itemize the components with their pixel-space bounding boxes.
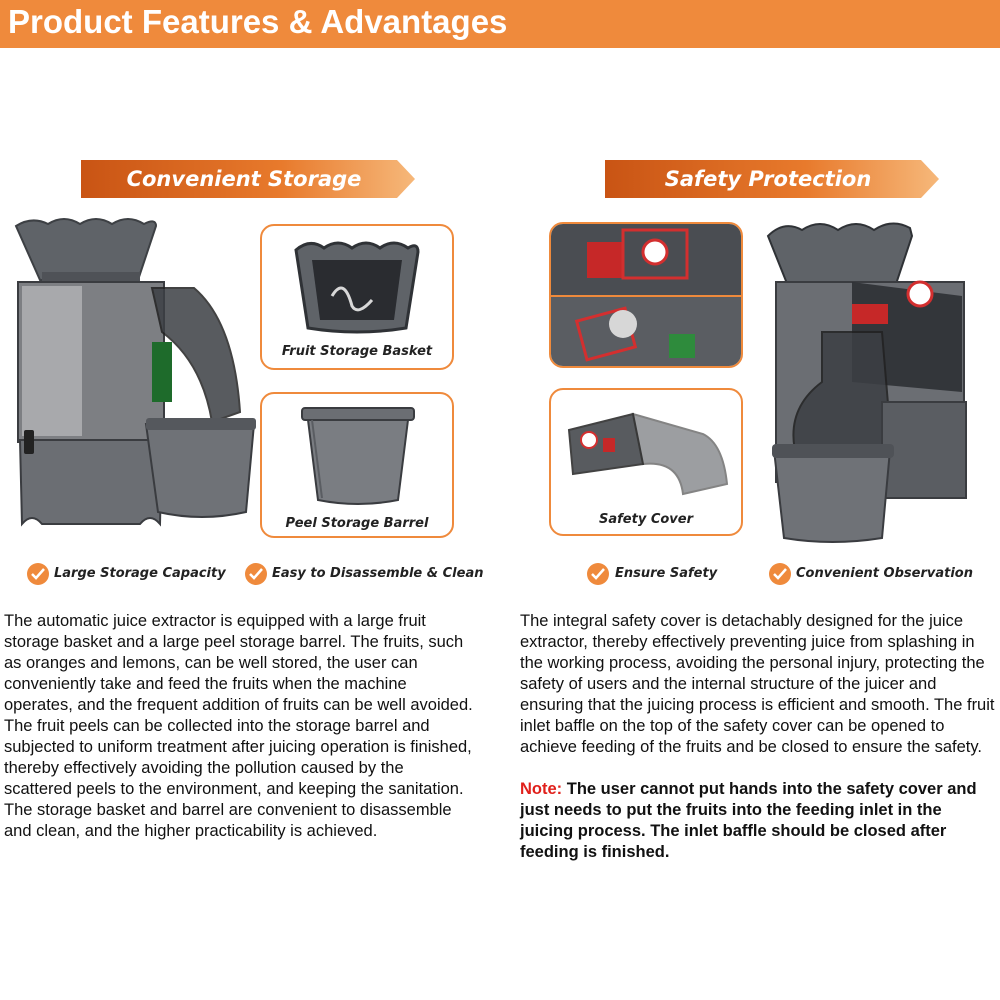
note-text: The user cannot put hands into the safet…	[520, 780, 977, 861]
check-icon	[245, 563, 267, 585]
peel-storage-barrel-card: Peel Storage Barrel	[260, 392, 454, 538]
safety-note: Note: The user cannot put hands into the…	[520, 779, 996, 863]
note-label: Note:	[520, 780, 563, 798]
safety-protection-banner: Safety Protection	[605, 160, 939, 198]
safety-cover-card: Safety Cover	[549, 388, 743, 536]
check-icon	[587, 563, 609, 585]
safety-detail-card	[549, 222, 743, 368]
juicer-machine-image-left	[14, 218, 256, 527]
feature-label: Ensure Safety	[615, 566, 718, 581]
banner-label: Convenient Storage	[126, 167, 362, 191]
feature-label: Convenient Observation	[796, 566, 973, 581]
peel-barrel-image	[301, 407, 415, 505]
banner-label: Safety Protection	[664, 167, 872, 191]
convenient-storage-banner: Convenient Storage	[81, 160, 415, 198]
check-icon	[27, 563, 49, 585]
safety-detail-image	[551, 224, 741, 366]
feature-label: Large Storage Capacity	[54, 566, 226, 581]
page-title: Product Features & Advantages	[8, 3, 508, 40]
right-description: The integral safety cover is detachably …	[520, 612, 995, 756]
check-icon	[769, 563, 791, 585]
safety-cover-image	[567, 412, 729, 496]
banner-arrow-shape	[605, 160, 939, 198]
header-bar: Product Features & Advantages	[0, 0, 1000, 48]
box-caption: Safety Cover	[599, 512, 693, 527]
left-description: The automatic juice extractor is equippe…	[4, 612, 473, 840]
juicer-machine-image-right	[766, 222, 967, 543]
box-caption: Peel Storage Barrel	[285, 516, 429, 531]
fruit-storage-basket-card: Fruit Storage Basket	[260, 224, 454, 370]
feature-label: Easy to Disassemble & Clean	[272, 566, 484, 581]
fruit-basket-image	[294, 241, 420, 334]
box-caption: Fruit Storage Basket	[281, 344, 433, 359]
banner-arrow-shape	[81, 160, 415, 198]
